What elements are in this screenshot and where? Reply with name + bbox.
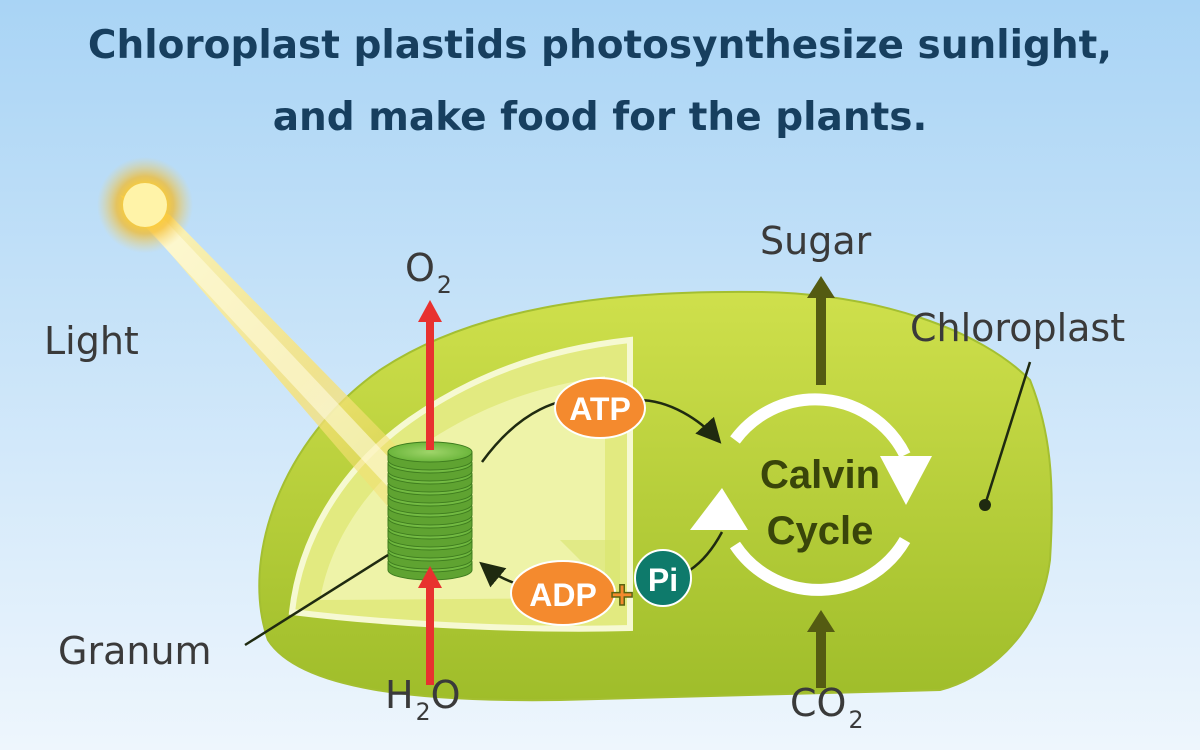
light-label: Light — [44, 319, 139, 363]
granum-pointer — [244, 553, 389, 647]
co2-arrow — [807, 610, 835, 688]
oxygen-base: O — [405, 246, 435, 290]
atp-text: ATP — [569, 391, 631, 427]
sugar-label: Sugar — [760, 219, 872, 263]
co2-label: CO2 — [790, 680, 864, 734]
oxygen-label: O2 — [405, 245, 452, 299]
water-h: H — [385, 673, 414, 717]
oxygen-subscript: 2 — [436, 271, 452, 299]
chloroplast-pointer — [983, 361, 1032, 506]
water-subscript: 2 — [415, 698, 431, 726]
co2-subscript: 2 — [848, 706, 864, 734]
title-line-1: Chloroplast plastids photosynthesize sun… — [87, 23, 1113, 68]
plus-sign: + — [610, 572, 635, 618]
adp-badge: ADP — [510, 560, 616, 626]
adp-text: ADP — [529, 577, 597, 613]
pi-badge: Pi — [634, 549, 692, 607]
sun-icon — [97, 157, 193, 253]
plus-text: + — [610, 573, 633, 617]
water-label: H2O — [385, 672, 461, 726]
water-arrow — [418, 566, 442, 685]
granum-stack — [387, 441, 473, 581]
co2-base: CO — [790, 681, 847, 725]
chloroplast-pointer-dot — [979, 499, 991, 511]
title-line-2: and make food for the plants. — [272, 95, 928, 140]
granum-label: Granum — [58, 629, 212, 673]
pi-text: Pi — [648, 562, 678, 598]
cycle-label: Cycle — [767, 509, 874, 553]
oxygen-arrow — [418, 300, 442, 450]
chloroplast-label: Chloroplast — [910, 306, 1126, 350]
atp-to-cycle-arrow — [637, 398, 722, 444]
water-o: O — [430, 673, 461, 717]
light-beam — [120, 195, 420, 515]
thylakoid-disc — [387, 441, 473, 471]
cycle-to-pi-line — [689, 531, 724, 572]
sugar-arrow — [807, 276, 835, 385]
atp-badge: ATP — [554, 377, 646, 439]
calvin-cycle-arrows — [690, 393, 932, 596]
calvin-label: Calvin — [760, 453, 880, 497]
